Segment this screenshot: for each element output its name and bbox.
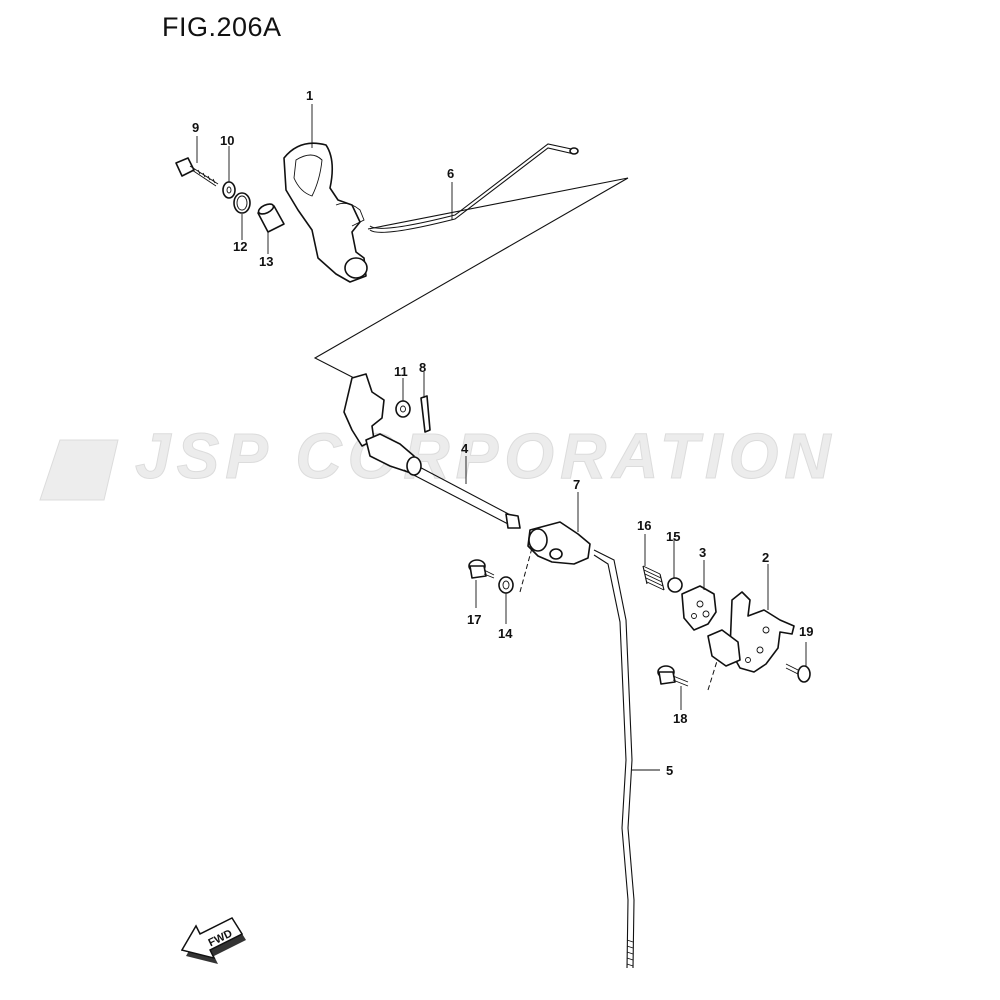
callout-15: 15 [666, 529, 680, 544]
part-19-screw [785, 663, 811, 683]
callout-18: 18 [673, 711, 687, 726]
callout-13: 13 [259, 254, 273, 269]
callout-16: 16 [637, 518, 651, 533]
part-3-cam [681, 585, 717, 631]
fwd-arrow: FWD [180, 917, 246, 964]
callout-7: 7 [573, 477, 580, 492]
part-12-oring [233, 192, 251, 214]
callout-19: 19 [799, 624, 813, 639]
assembly-leader-lines [313, 177, 723, 691]
part-6-rod [369, 143, 579, 233]
part-17-bolt [468, 559, 495, 579]
part-14-washer [498, 576, 514, 594]
callout-9: 9 [192, 120, 199, 135]
part-5-rod [593, 549, 635, 969]
callout-1: 1 [306, 88, 313, 103]
part-15-ball [667, 577, 683, 593]
part-9-bolt [175, 157, 219, 187]
part-13-collar [257, 203, 285, 233]
callout-leaders [196, 104, 807, 771]
watermark: JSP CORPORATION [39, 420, 837, 501]
callout-11: 11 [394, 364, 408, 379]
watermark-text: JSP CORPORATION [135, 420, 837, 492]
callout-17: 17 [467, 612, 481, 627]
part-11-washer [395, 400, 411, 418]
part-4-shaft-assembly [343, 373, 521, 529]
callout-10: 10 [220, 133, 234, 148]
part-8-pin [420, 395, 431, 433]
callouts: 1 2 3 4 5 6 7 8 9 10 11 12 13 14 15 16 1… [192, 88, 813, 778]
part-18-bolt [657, 665, 689, 687]
part-10-washer-hole [226, 186, 232, 194]
part-16-spring [642, 565, 665, 591]
callout-6: 6 [447, 166, 454, 181]
callout-12: 12 [233, 239, 247, 254]
figure-title: FIG.206A [162, 12, 282, 42]
callout-3: 3 [699, 545, 706, 560]
callout-14: 14 [498, 626, 513, 641]
callout-5: 5 [666, 763, 673, 778]
callout-2: 2 [762, 550, 769, 565]
part-2-bracket [707, 591, 795, 673]
part-7-joint [527, 521, 591, 565]
callout-4: 4 [461, 441, 469, 456]
callout-8: 8 [419, 360, 426, 375]
part-1-lever [283, 142, 368, 283]
part-10-washer [222, 181, 236, 199]
